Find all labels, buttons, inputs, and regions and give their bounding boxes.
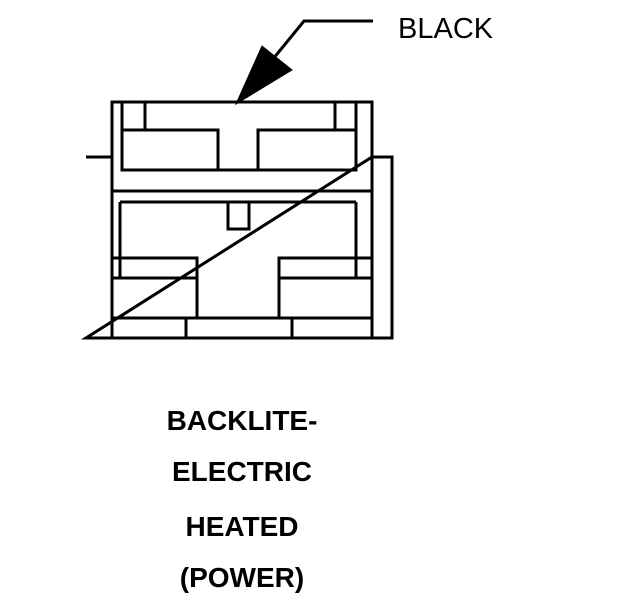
connector-outer-housing bbox=[80, 155, 394, 340]
caption-line-3: HEATED bbox=[185, 511, 299, 542]
connector-top-latch bbox=[110, 100, 374, 193]
callout-leader-line bbox=[262, 19, 373, 71]
caption-line-1: BACKLITE- bbox=[166, 405, 318, 436]
connector-center-key bbox=[226, 200, 251, 231]
top-latch-inner-lines bbox=[120, 102, 358, 172]
terminal-cavity-right bbox=[277, 256, 372, 338]
connector-lower-cavity bbox=[110, 191, 374, 338]
callout-arrowhead bbox=[234, 45, 293, 106]
terminal-cavity-left bbox=[112, 256, 199, 338]
wire-color-label: BLACK bbox=[398, 13, 494, 45]
caption-line-2: ELECTRIC bbox=[172, 456, 312, 487]
caption-line-4: (POWER) bbox=[179, 562, 305, 593]
